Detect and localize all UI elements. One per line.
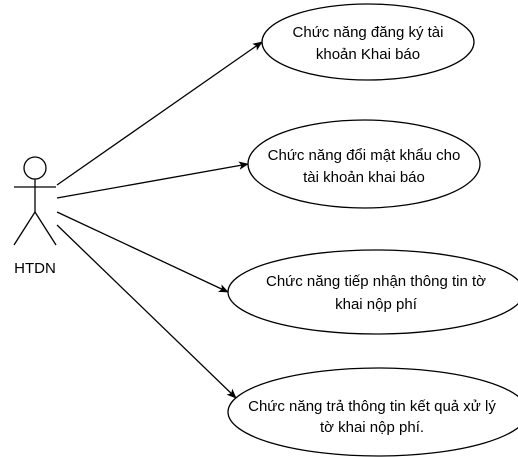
association-arrow-1 (56, 41, 263, 186)
use-case-label-line-2: khoản Khai báo (316, 46, 420, 63)
association-arrow-2 (56, 161, 249, 199)
use-case-label-line-2: khai nộp phí (335, 296, 418, 313)
association-arrow-4 (56, 224, 237, 399)
actor-htdn: HTDN (13, 156, 57, 277)
use-case-ellipse (261, 3, 475, 81)
actor-label: HTDN (14, 260, 56, 277)
use-case-label-line-2: tài khoản khai báo (303, 169, 425, 186)
use-case-receive-declaration: Chức năng tiếp nhận thông tin tờ khai nộ… (227, 249, 518, 335)
use-case-ellipse (247, 119, 481, 209)
use-case-label-line-1: Chức năng đổi mật khẩu cho (268, 147, 461, 164)
actor-left-leg (13, 211, 36, 246)
use-case-ellipse (227, 249, 518, 335)
use-case-ellipse (227, 367, 518, 457)
actor-head (23, 156, 47, 180)
use-case-label-line-1: Chức năng tiếp nhận thông tin tờ (266, 273, 486, 290)
use-case-return-result: Chức năng trả thông tin kết quả xử lý tờ… (227, 367, 518, 457)
use-case-label-line-2: tờ khai nộp phí. (320, 419, 424, 436)
use-case-label-line-1: Chức năng đăng ký tài (293, 24, 444, 41)
actor-right-leg (34, 211, 57, 246)
association-arrow-3 (56, 211, 229, 293)
use-case-change-password: Chức năng đổi mật khẩu cho tài khoản kha… (247, 119, 481, 209)
use-case-register-account: Chức năng đăng ký tài khoản Khai báo (261, 3, 475, 81)
use-case-label-line-1: Chức năng trả thông tin kết quả xử lý (248, 398, 496, 415)
